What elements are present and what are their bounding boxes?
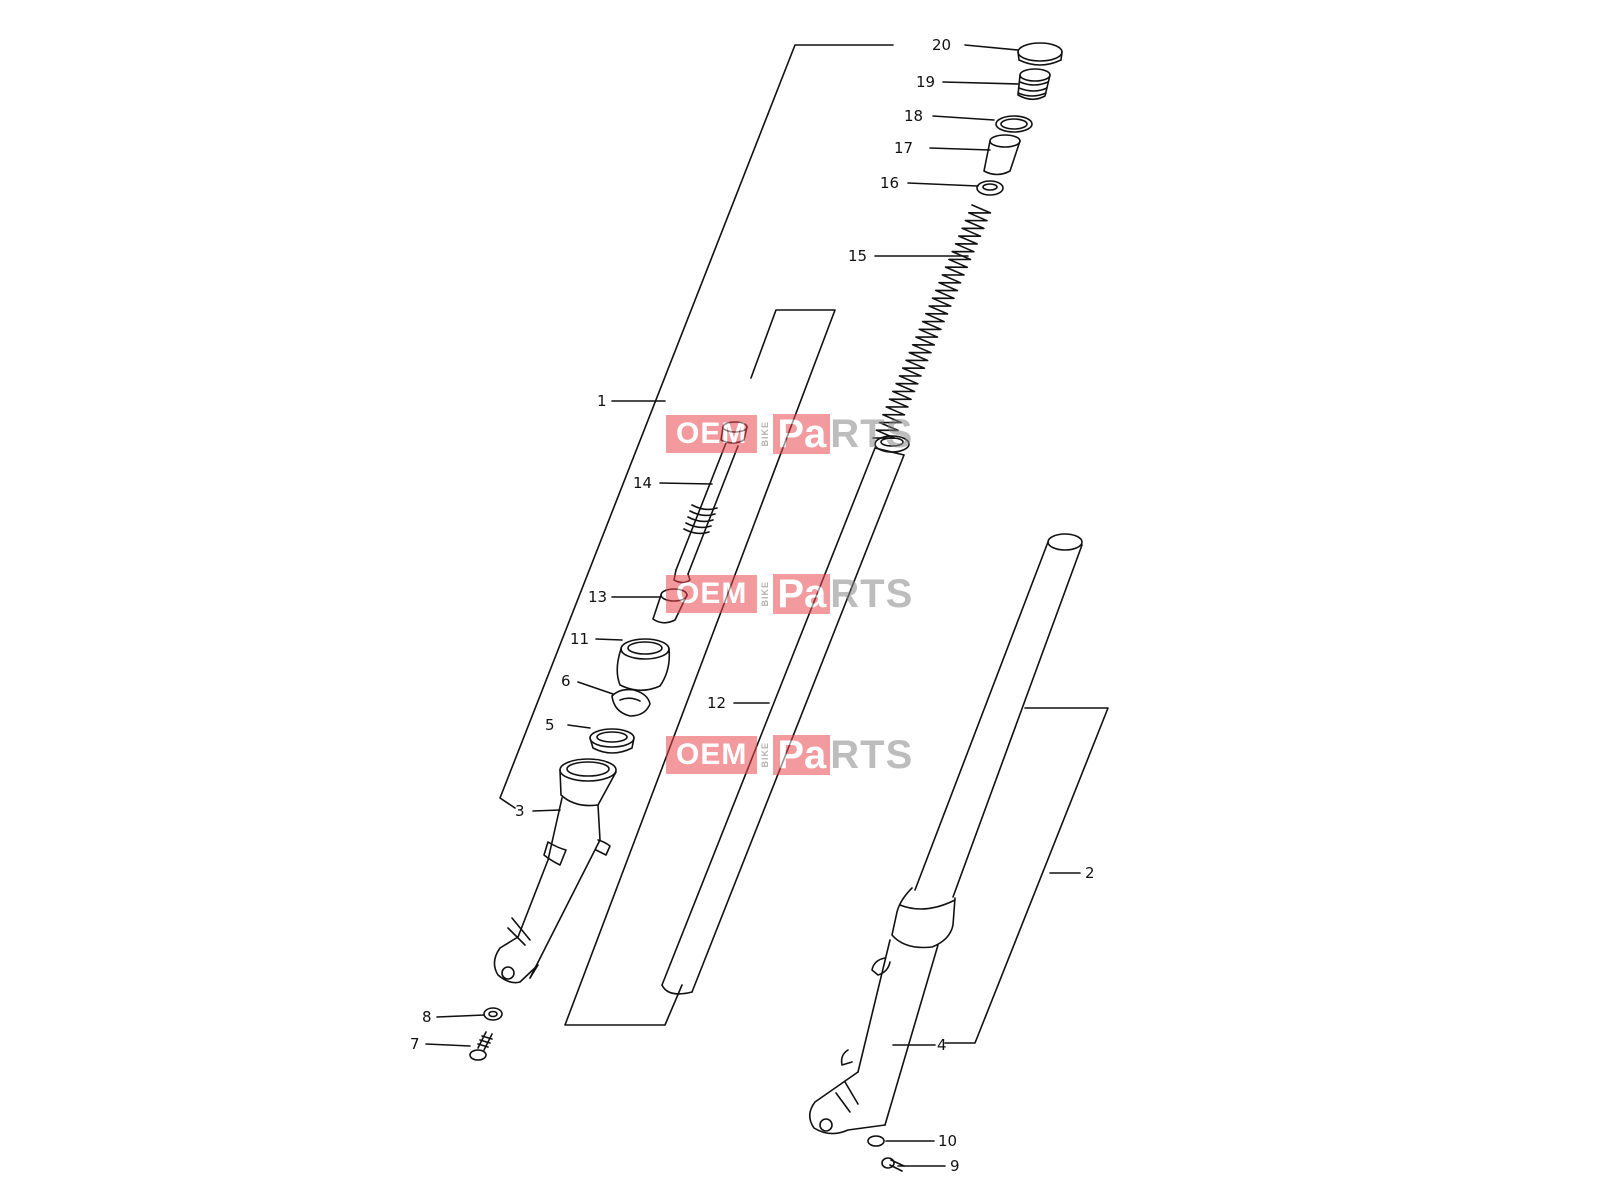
callout-5: 5 bbox=[545, 716, 555, 734]
cylinder-piece-part-13 bbox=[652, 588, 688, 624]
outer-tube-right-part-4 bbox=[808, 887, 956, 1135]
callout-19: 19 bbox=[916, 73, 935, 91]
callout-14: 14 bbox=[633, 474, 652, 492]
stopper-ring-part-6 bbox=[611, 688, 651, 717]
leader-lines bbox=[425, 44, 1081, 1167]
bracket-assembly-2 bbox=[944, 707, 1109, 1044]
callout-20: 20 bbox=[932, 36, 951, 54]
bolt-part-9 bbox=[881, 1157, 905, 1172]
spacer-part-17 bbox=[983, 134, 1021, 176]
fork-spring-part-15 bbox=[872, 204, 992, 439]
callout-15: 15 bbox=[848, 247, 867, 265]
callout-6: 6 bbox=[561, 672, 571, 690]
inner-tube-part-12 bbox=[661, 435, 910, 995]
inner-tube-right-part-2 bbox=[914, 533, 1083, 898]
callout-13: 13 bbox=[588, 588, 607, 606]
dust-seal-part-11 bbox=[616, 638, 671, 692]
o-ring-part-18 bbox=[995, 115, 1033, 133]
callout-17: 17 bbox=[894, 139, 913, 157]
callout-1: 1 bbox=[597, 392, 607, 410]
callout-16: 16 bbox=[880, 174, 899, 192]
callout-11: 11 bbox=[570, 630, 589, 648]
outer-tube-left-part-3 bbox=[493, 758, 617, 984]
callout-10: 10 bbox=[938, 1132, 957, 1150]
washer-part-8 bbox=[483, 1007, 503, 1021]
spring-seat-part-19 bbox=[1017, 68, 1051, 101]
bracket-inner-tube-12 bbox=[564, 309, 836, 1026]
damper-rod-part-14 bbox=[673, 421, 748, 584]
callout-18: 18 bbox=[904, 107, 923, 125]
callout-3: 3 bbox=[515, 802, 525, 820]
washer-part-10 bbox=[867, 1135, 885, 1147]
callout-8: 8 bbox=[422, 1008, 432, 1026]
bracket-assembly-1 bbox=[499, 44, 894, 809]
callout-9: 9 bbox=[950, 1157, 960, 1175]
callout-12: 12 bbox=[707, 694, 726, 712]
callout-2: 2 bbox=[1085, 864, 1095, 882]
oil-seal-part-5 bbox=[589, 728, 635, 754]
cap-bolt-part-20 bbox=[1017, 42, 1063, 66]
callout-7: 7 bbox=[410, 1035, 420, 1053]
bolt-part-7 bbox=[469, 1031, 493, 1061]
callout-4: 4 bbox=[937, 1036, 947, 1054]
washer-part-16 bbox=[976, 180, 1004, 196]
